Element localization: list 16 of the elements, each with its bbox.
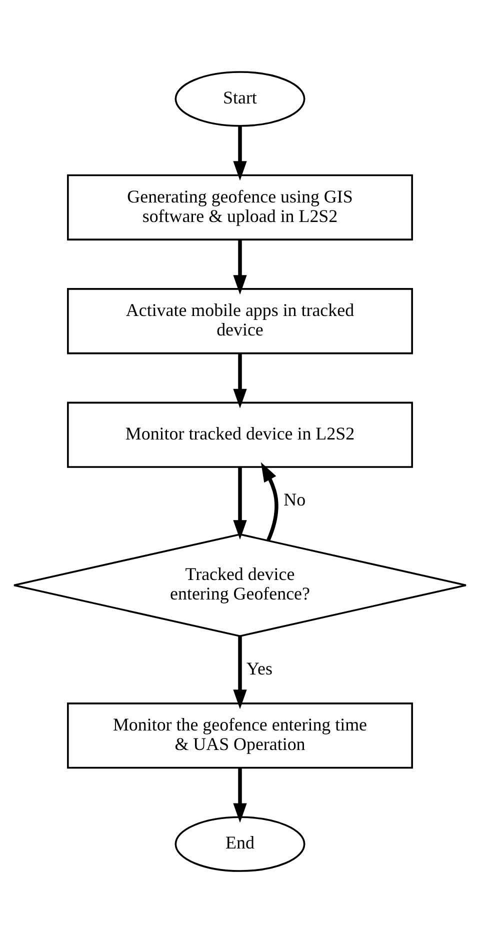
node-box: Activate mobile apps in tracked device	[67, 288, 413, 354]
edge-label: Yes	[246, 658, 273, 678]
edge-label: No	[284, 488, 306, 509]
arrow	[233, 467, 247, 540]
node-box: Monitor the geofence entering time & UAS Operation	[67, 702, 413, 768]
arrow	[260, 462, 278, 541]
node-box: Generating geofence using GIS software & upload in L2S2	[67, 174, 413, 240]
arrow	[233, 768, 247, 822]
arrow	[233, 125, 247, 180]
arrow	[233, 239, 247, 294]
arrow	[233, 636, 247, 709]
node-ellipse: Start	[174, 70, 306, 126]
node-ellipse: End	[174, 816, 306, 872]
node-diamond: Tracked device entering Geofence?	[13, 532, 467, 637]
node-box: Monitor tracked device in L2S2	[67, 401, 413, 468]
arrow	[233, 352, 247, 408]
